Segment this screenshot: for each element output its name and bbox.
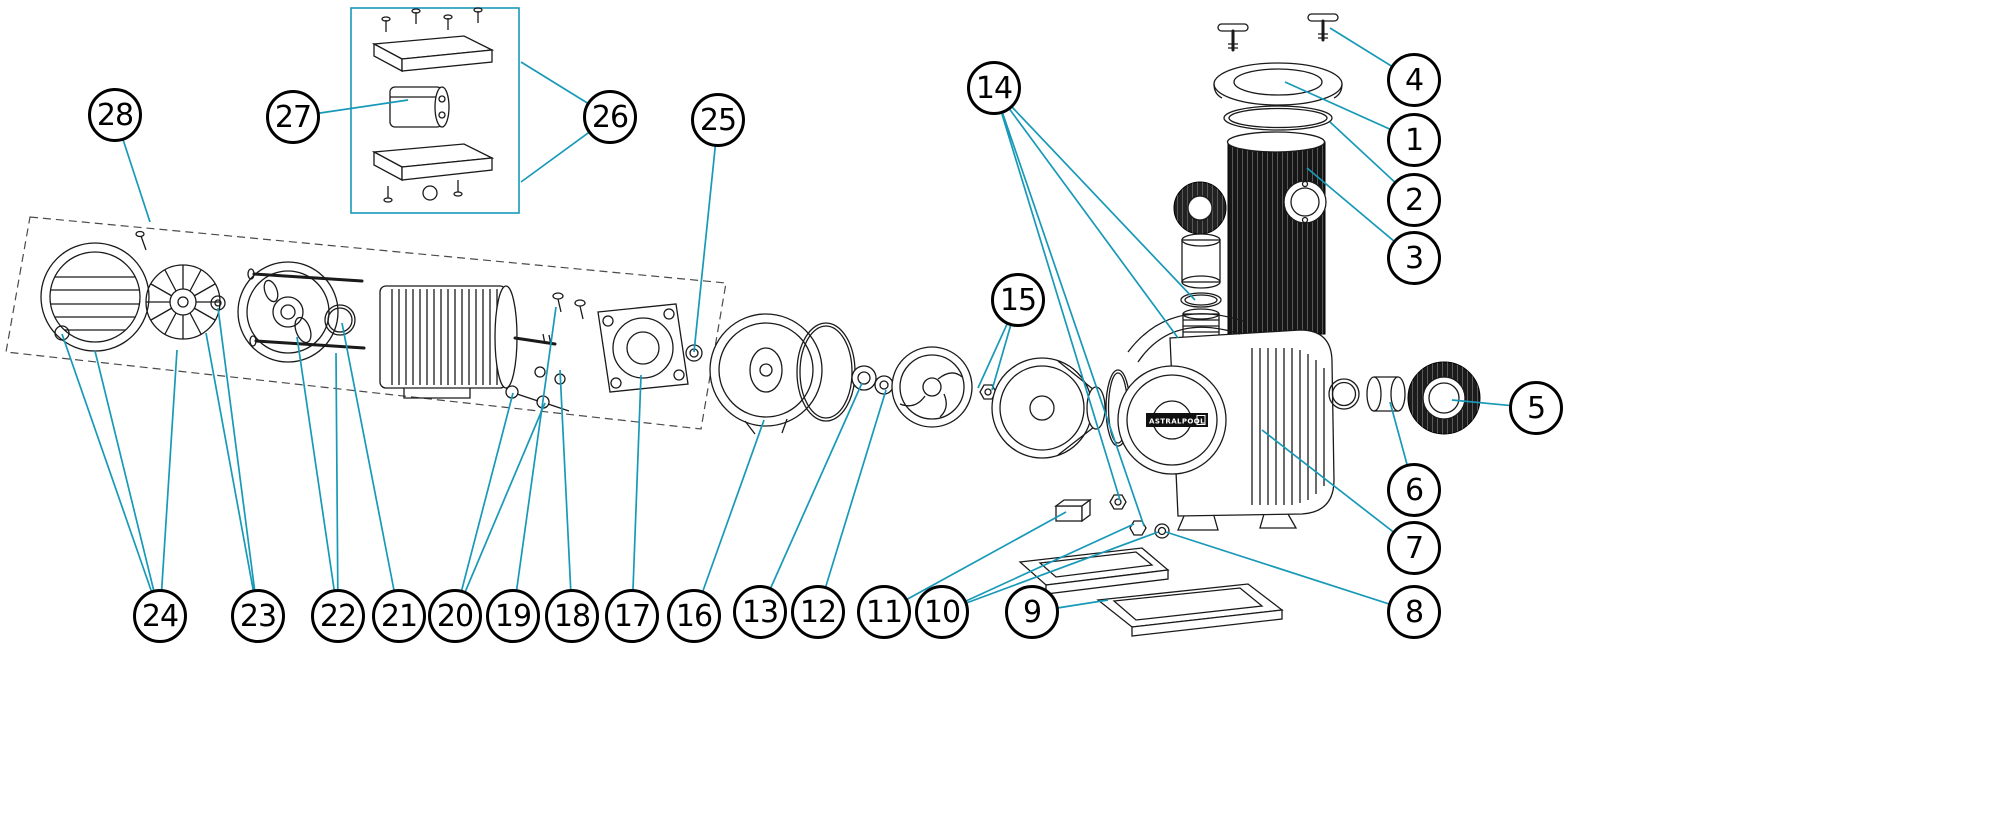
motor-body [379, 285, 557, 399]
union-o-ring [1328, 378, 1360, 410]
callout-17: 17 [605, 589, 659, 643]
callout-20: 20 [428, 589, 482, 643]
union-sleeve [1366, 376, 1406, 412]
callout-11: 11 [857, 585, 911, 639]
pump-body: ASTRALPOOL [1117, 313, 1335, 531]
callout-26: 26 [583, 90, 637, 144]
impeller [891, 346, 973, 428]
callout-21: 21 [372, 589, 426, 643]
callout-10: 10 [915, 585, 969, 639]
terminal-block [1054, 498, 1092, 523]
mounting-bolts [505, 385, 570, 412]
callout-5: 5 [1509, 381, 1563, 435]
union-nut [1407, 361, 1481, 435]
callout-16: 16 [667, 589, 721, 643]
callout-27: 27 [266, 90, 320, 144]
callout-28: 28 [88, 88, 142, 142]
callout-25: 25 [691, 93, 745, 147]
callout-4: 4 [1387, 53, 1441, 107]
hex-bolt [1109, 494, 1127, 510]
callout-24: 24 [133, 589, 187, 643]
seal-plate [709, 313, 823, 435]
drain-plugs [1217, 13, 1339, 52]
bearing-o-ring [324, 304, 356, 336]
callout-23: 23 [231, 589, 285, 643]
motor-flange [597, 303, 689, 393]
callout-7: 7 [1387, 521, 1441, 575]
brand-label: ASTRALPOOL [1149, 418, 1205, 426]
tank-lid [1213, 62, 1343, 131]
capacitor-detail-box [350, 7, 520, 214]
motor-rear-cover [40, 230, 150, 352]
capacitor-cover [371, 7, 495, 73]
capacitor [389, 86, 450, 128]
callout-1: 1 [1387, 113, 1441, 167]
diffuser [991, 357, 1106, 459]
callout-22: 22 [311, 589, 365, 643]
callout-9: 9 [1005, 585, 1059, 639]
callout-18: 18 [545, 589, 599, 643]
callout-8: 8 [1387, 585, 1441, 639]
shaft-washer [210, 295, 226, 311]
callout-6: 6 [1387, 463, 1441, 517]
drain-sleeve [1181, 233, 1221, 289]
callout-2: 2 [1387, 173, 1441, 227]
callout-15: 15 [991, 273, 1045, 327]
motor-fan [145, 264, 221, 340]
capacitor-base [371, 143, 495, 203]
callout-12: 12 [791, 585, 845, 639]
callout-3: 3 [1387, 231, 1441, 285]
drain-cap [1173, 181, 1227, 235]
callout-14: 14 [967, 61, 1021, 115]
base-plate-lower [1096, 583, 1284, 637]
strainer-tank [1226, 131, 1327, 335]
bearing-housing [237, 261, 339, 363]
callout-19: 19 [486, 589, 540, 643]
drain-o-ring [1180, 292, 1222, 308]
motor-assembly-outline [5, 216, 727, 430]
callout-13: 13 [733, 585, 787, 639]
